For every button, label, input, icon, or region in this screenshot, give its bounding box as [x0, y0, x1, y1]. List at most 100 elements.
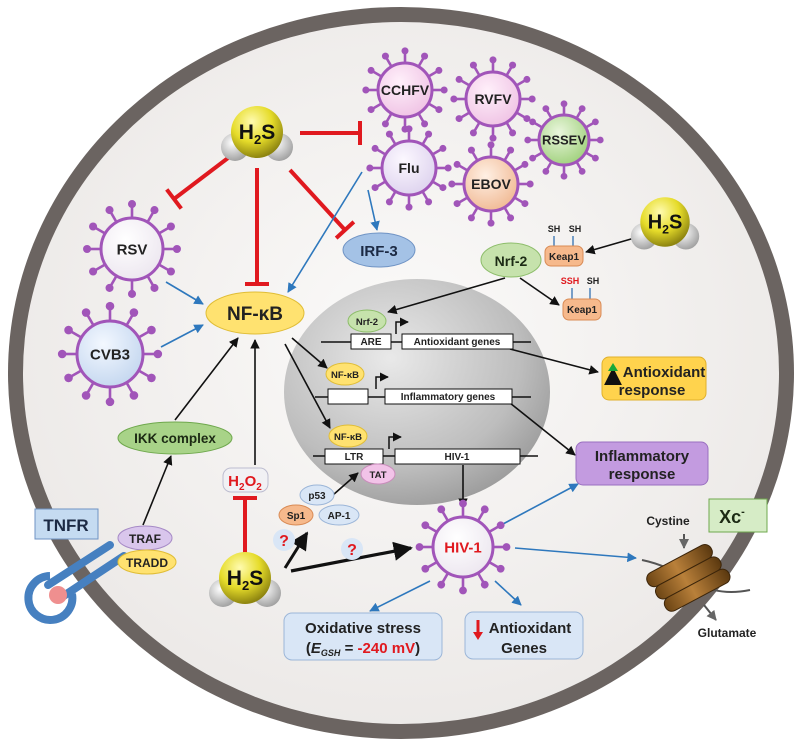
- hiv1-virus: HIV-1: [415, 499, 511, 595]
- nrf2-node: Nrf-2: [480, 242, 542, 278]
- keap1-reduced: SH SH Keap1: [544, 224, 584, 267]
- tradd-label: TRADD: [126, 556, 168, 570]
- svg-text:?: ?: [347, 542, 357, 559]
- h2o2-label: H2O2: [228, 473, 262, 493]
- cvb3-label: CVB3: [90, 346, 130, 363]
- h2s-right-molecule: H2S: [630, 197, 700, 250]
- arrow-nrf2-nucleus: [387, 277, 506, 315]
- rsv-label: RSV: [117, 241, 148, 258]
- ebov-label: EBOV: [471, 176, 511, 192]
- gene-hiv-ltr: NF-κB LTR HIV-1 TAT: [313, 424, 538, 485]
- rvfv-label: RVFV: [474, 91, 512, 107]
- gene-antioxidant: Nrf-2 ARE Antioxidant genes: [321, 309, 531, 350]
- rsv-virus: RSV: [83, 200, 181, 298]
- rssev-label: RSSEV: [542, 133, 586, 148]
- inflammatory-genes-label: Inflammatory genes: [401, 392, 496, 403]
- hiv1-gene-label: HIV-1: [444, 452, 469, 463]
- arrow-hiv-antiox-genes: [494, 580, 522, 606]
- arrow-inflammatory-response: [509, 402, 576, 456]
- ikk-complex-node: IKK complex: [117, 421, 233, 455]
- nfkb-small-label-2: NF-κB: [334, 432, 362, 443]
- keap1-label-bottom: Keap1: [567, 305, 597, 316]
- arrow-nfkb-inflammatory: [291, 337, 328, 369]
- nfkb-small-label-1: NF-κB: [331, 370, 359, 381]
- nfkb-node: NF-κB: [205, 291, 305, 335]
- arrow-nfkb-ltr: [284, 343, 331, 429]
- flu-label: Flu: [399, 160, 420, 176]
- hiv1-label: HIV-1: [444, 539, 482, 556]
- transporter-barrels: [646, 544, 731, 612]
- traf-label: TRAF: [129, 532, 161, 546]
- h2s-right-label: H2S: [648, 212, 683, 237]
- are-label: ARE: [360, 337, 381, 348]
- irf3-node: IRF-3: [342, 232, 416, 268]
- transcription-factors: p53 Sp1 AP-1: [278, 484, 360, 526]
- oxidative-stress-box: Oxidative stress (EGSH = -240 mV): [283, 612, 443, 661]
- pathway-edges: [142, 121, 639, 612]
- arrow-nrf2-keap1-ox: [519, 277, 560, 306]
- arrow-cvb3-nfkb: [160, 324, 204, 348]
- inflammatory-response-l1: Inflammatory: [595, 448, 690, 465]
- ap1-label: AP-1: [328, 511, 351, 522]
- arrow-p53-tat: [332, 472, 359, 496]
- arrow-ikk-nfkb: [174, 337, 239, 421]
- antioxidant-genes-l1: Antioxidant: [489, 620, 572, 637]
- sh-label-1: SH: [548, 224, 561, 234]
- xc-transporter: Xc- Cystine Glutamate: [641, 498, 768, 640]
- inhibit-h2s-irf3: [288, 168, 356, 240]
- antioxidant-genes-label: Antioxidant genes: [414, 337, 501, 348]
- svg-text:?: ?: [279, 533, 289, 550]
- arrow-antioxidant-response: [509, 348, 599, 375]
- keap1-label-top: Keap1: [549, 252, 579, 263]
- h2s-layer: H2S H2S H2S: [209, 106, 700, 607]
- h2o2-node: H2O2: [222, 467, 269, 493]
- inhibit-h2s-viruses: [300, 121, 362, 145]
- oxidative-stress-l1: Oxidative stress: [305, 620, 421, 637]
- keap1-oxidized: SSH SH Keap1: [561, 276, 602, 321]
- ikk-label: IKK complex: [134, 431, 216, 446]
- antioxidant-genes-l2: Genes: [501, 640, 547, 657]
- h2s-bottom-molecule: H2S: [209, 552, 281, 607]
- arrow-rsv-nfkb: [165, 281, 204, 305]
- tnfr-label: TNFR: [43, 516, 88, 535]
- sh-label-3: SH: [587, 276, 600, 286]
- sh-label-2: SH: [569, 224, 582, 234]
- cystine-label: Cystine: [646, 514, 690, 528]
- tnfr-receptor: TNFR TRAF TRADD: [24, 508, 177, 624]
- question-mark-1: ?: [273, 529, 295, 551]
- antioxidant-genes-box: Antioxidant Genes: [464, 611, 584, 660]
- irf3-label: IRF-3: [360, 243, 398, 260]
- ssh-label: SSH: [561, 276, 580, 286]
- inhibit-h2s-nfkb: [245, 168, 269, 286]
- p53-label: p53: [308, 491, 326, 502]
- h2s-top-molecule: H2S: [221, 106, 293, 161]
- glutamate-label: Glutamate: [698, 626, 757, 640]
- flu-virus: Flu: [366, 125, 452, 211]
- sp1-label: Sp1: [287, 511, 306, 522]
- h2s-top-label: H2S: [239, 121, 275, 147]
- arrow-flu-nfkb: [287, 171, 363, 293]
- question-mark-2: ?: [341, 538, 363, 560]
- inflammatory-response-l2: response: [609, 466, 676, 483]
- rvfv-virus: RVFV: [450, 56, 536, 142]
- nrf2-label: Nrf-2: [495, 253, 528, 269]
- arrow-h2s-keap1: [585, 236, 639, 255]
- arrow-hiv-inflammatory: [502, 483, 579, 525]
- inflammatory-response-box: Inflammatory response: [575, 441, 709, 486]
- rssev-virus: RSSEV: [524, 100, 604, 180]
- nfkb-label: NF-κB: [227, 304, 283, 325]
- cchfv-label: CCHFV: [381, 82, 430, 98]
- cvb3-virus: CVB3: [57, 301, 163, 407]
- xc-label: Xc-: [719, 506, 745, 527]
- oxidative-stress-l2: (EGSH = -240 mV): [306, 640, 420, 658]
- antioxidant-response-l2: response: [619, 382, 686, 399]
- inhibit-h2s-rsv: [165, 156, 230, 210]
- tat-label: TAT: [369, 470, 386, 481]
- antioxidant-response-box: Antioxidant response: [601, 356, 707, 401]
- gene-inflammatory: NF-κB Inflammatory genes: [315, 362, 531, 405]
- cchfv-virus: CCHFV: [362, 47, 448, 133]
- antioxidant-response-l1: Antioxidant: [623, 364, 706, 381]
